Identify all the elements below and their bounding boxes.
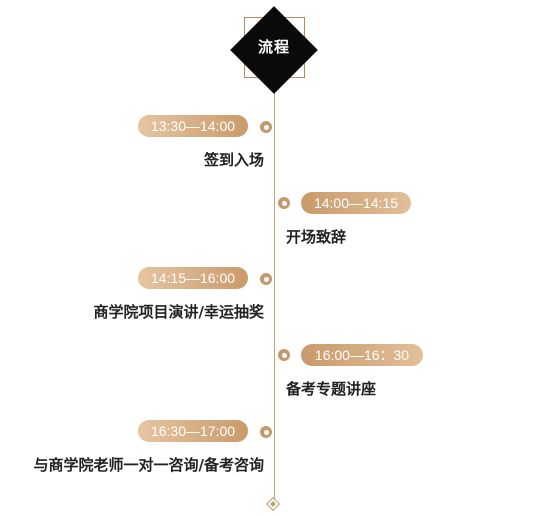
schedule-label-3: 商学院项目演讲/幸运抽奖 [93,303,264,321]
timeline-dot-3 [260,273,272,285]
schedule-label-4: 备考专题讲座 [286,380,377,398]
schedule-label-5: 与商学院老师一对一咨询/备考咨询 [33,456,264,474]
schedule-label-1: 签到入场 [203,151,264,169]
page-title: 流程 [257,38,290,56]
timeline-dot-1 [260,121,272,133]
time-pill-2: 14:00—14:15 [301,192,411,214]
diamond-icon [265,496,281,512]
timeline-dot-5 [260,426,272,438]
schedule-label-2: 开场致辞 [286,228,347,246]
time-pill-4: 16:00—16：30 [301,344,423,366]
time-pill-3: 14:15—16:00 [138,267,248,289]
timeline-line [274,80,275,500]
time-pill-5: 16:30—17:00 [138,420,248,442]
time-pill-1: 13:30—14:00 [138,115,248,137]
timeline-dot-4 [278,349,290,361]
timeline-dot-2 [278,197,290,209]
